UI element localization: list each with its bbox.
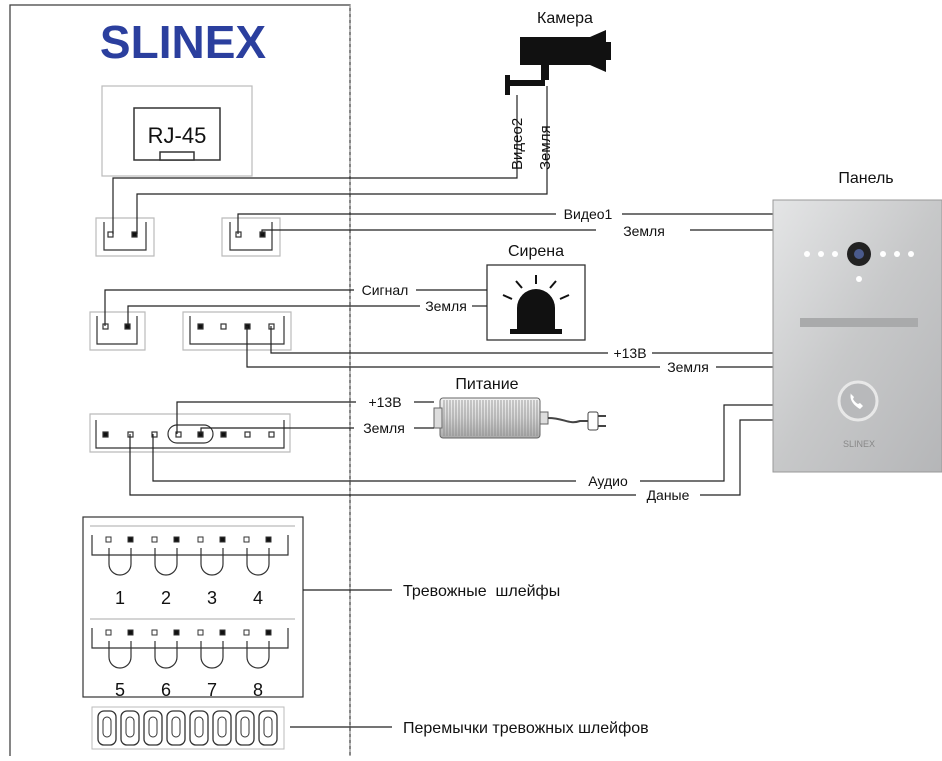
wire-label-panel-ground: Земля (623, 223, 665, 239)
siren-label: Сирена (508, 243, 564, 260)
loop-number: 5 (115, 680, 125, 700)
brand-logo: SLINEX (100, 16, 266, 68)
alarm-loop-shape (200, 641, 224, 669)
camera-device: Камера (505, 10, 611, 95)
wire-label-power-ground: Земля (363, 420, 405, 436)
wire-label-panel-ground2: Земля (667, 359, 709, 375)
loop-number: 3 (207, 588, 217, 608)
alarm-loops-label: Тревожные шлейфы (403, 583, 560, 600)
jumper-cap (97, 710, 117, 746)
alarm-loop-shape (246, 548, 270, 576)
siren-device: Сирена (486, 243, 586, 341)
alarm-loop-shape (200, 548, 224, 576)
wire-label-video2: Видео2 (509, 118, 526, 170)
wire-label-data: Даные (647, 487, 690, 503)
loop-number: 8 (253, 680, 263, 700)
alarm-loop-shape (154, 548, 178, 576)
loop-number: 4 (253, 588, 263, 608)
loop-number: 6 (161, 680, 171, 700)
alarm-loop-shape (154, 641, 178, 669)
loop-number: 7 (207, 680, 217, 700)
camera-wires (112, 86, 548, 234)
panel-video-wires (237, 213, 773, 234)
loop-numbers: 1 2 3 4 5 6 7 8 (115, 588, 263, 700)
panel-power-wires (246, 326, 773, 368)
camera-label: Камера (537, 10, 593, 27)
power-wires (176, 401, 434, 434)
alarm-jumpers-strip (91, 706, 285, 750)
jumper-cap (166, 710, 186, 746)
audio-data-wires (129, 404, 773, 496)
outdoor-panel-device: Панель SLINEX (772, 170, 942, 473)
panel-label: Панель (838, 170, 893, 187)
alarm-loop-jumpers (105, 536, 272, 669)
alarm-loops-block (82, 516, 304, 698)
power-supply-device: Питание (433, 376, 606, 439)
jumper-cap (120, 710, 140, 746)
panel-brand: SLINEX (843, 439, 875, 449)
alarm-loop-shape (108, 548, 132, 576)
wire-label-siren-ground: Земля (425, 298, 467, 314)
rj45-label: RJ-45 (148, 123, 207, 148)
wire-label-signal: Сигнал (362, 282, 409, 298)
rj45-connector: RJ-45 (101, 85, 253, 177)
siren-wires (104, 289, 487, 326)
power-label: Питание (455, 376, 518, 393)
wire-label-plus13-power: +13В (368, 394, 401, 410)
alarm-jumpers-label: Перемычки тревожных шлейфов (403, 720, 649, 737)
loop-number: 1 (115, 588, 125, 608)
jumper-cap (212, 710, 232, 746)
wire-label-plus13-panel: +13В (613, 345, 646, 361)
jumper-cap (143, 710, 163, 746)
wire-label-video1: Видео1 (564, 206, 613, 222)
terminal-blocks (89, 217, 292, 453)
alarm-loop-shape (108, 641, 132, 669)
loop-number: 2 (161, 588, 171, 608)
alarm-loop-shape (246, 641, 270, 669)
wire-label-camera-ground: Земля (537, 125, 554, 170)
jumper-cap (258, 710, 278, 746)
wire-label-audio: Аудио (588, 473, 628, 489)
jumper-cap (235, 710, 255, 746)
jumper-cap (189, 710, 209, 746)
